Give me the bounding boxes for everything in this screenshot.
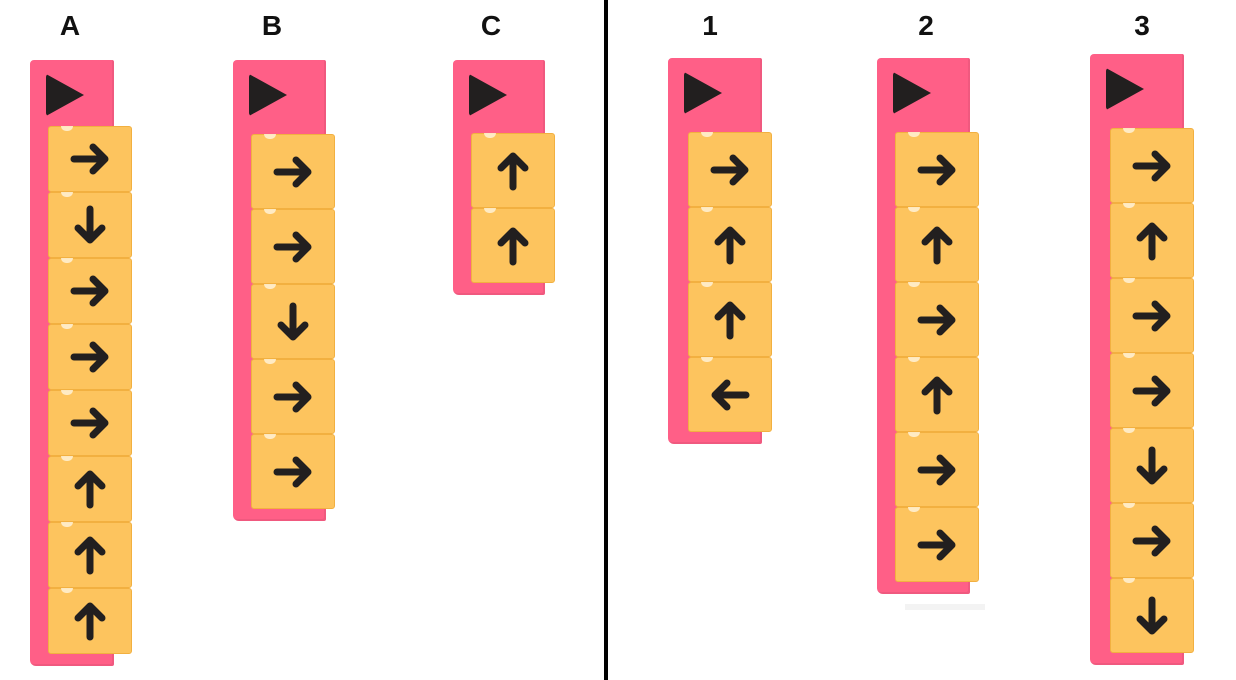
play-icon [684,72,722,114]
right-arrow-icon [70,143,109,175]
right-arrow-icon [917,454,956,485]
move-block[interactable] [688,207,772,282]
move-block[interactable] [895,432,979,507]
label-b: B [261,10,283,41]
move-block[interactable] [48,324,132,390]
left-arrow-icon [711,379,750,410]
up-arrow-icon [714,301,746,339]
move-block[interactable] [251,434,335,509]
move-block[interactable] [1110,503,1194,578]
down-arrow-icon [74,205,106,244]
label-a: A [59,10,81,41]
label-c: C [480,10,502,41]
up-arrow-icon [1136,222,1168,260]
right-arrow-icon [273,156,312,187]
move-block[interactable] [895,282,979,357]
move-block[interactable] [471,133,555,208]
play-icon [249,74,287,116]
up-arrow-icon [497,152,529,190]
play-icon [893,72,931,114]
move-block[interactable] [48,456,132,522]
move-block[interactable] [688,357,772,432]
up-arrow-icon [714,226,746,264]
move-block[interactable] [471,208,555,283]
up-arrow-icon [497,227,529,265]
right-arrow-icon [70,341,109,373]
right-arrow-icon [1132,375,1171,406]
right-arrow-icon [70,275,109,307]
move-block[interactable] [251,359,335,434]
divider-line [604,0,608,680]
right-arrow-icon [273,231,312,262]
label-2: 2 [918,10,934,41]
up-arrow-icon [921,226,953,264]
move-block[interactable] [895,132,979,207]
label-3: 3 [1134,10,1150,41]
right-arrow-icon [273,456,312,487]
up-arrow-icon [921,376,953,414]
up-arrow-icon [74,602,106,641]
right-arrow-icon [917,529,956,560]
move-block[interactable] [48,522,132,588]
move-block[interactable] [895,207,979,282]
right-arrow-icon [1132,150,1171,181]
move-block[interactable] [48,588,132,654]
right-arrow-icon [917,304,956,335]
play-icon [469,74,507,116]
play-icon [46,74,84,116]
move-block[interactable] [688,282,772,357]
right-arrow-icon [70,407,109,439]
move-block[interactable] [251,209,335,284]
move-block[interactable] [1110,578,1194,653]
move-block[interactable] [48,390,132,456]
move-block[interactable] [251,284,335,359]
down-arrow-icon [277,302,309,340]
move-block[interactable] [1110,278,1194,353]
label-1: 1 [702,10,718,41]
move-block[interactable] [1110,353,1194,428]
shadow-strip [905,604,985,610]
right-arrow-icon [917,154,956,185]
right-arrow-icon [273,381,312,412]
move-block[interactable] [895,357,979,432]
move-block[interactable] [48,126,132,192]
right-arrow-icon [1132,525,1171,556]
move-block[interactable] [1110,428,1194,503]
up-arrow-icon [74,536,106,575]
right-arrow-icon [710,154,749,185]
move-block[interactable] [688,132,772,207]
down-arrow-icon [1136,596,1168,634]
up-arrow-icon [74,470,106,509]
move-block[interactable] [1110,128,1194,203]
move-block[interactable] [895,507,979,582]
move-block[interactable] [251,134,335,209]
move-block[interactable] [48,258,132,324]
move-block[interactable] [48,192,132,258]
play-icon [1106,68,1144,110]
down-arrow-icon [1136,446,1168,484]
right-arrow-icon [1132,300,1171,331]
move-block[interactable] [1110,203,1194,278]
